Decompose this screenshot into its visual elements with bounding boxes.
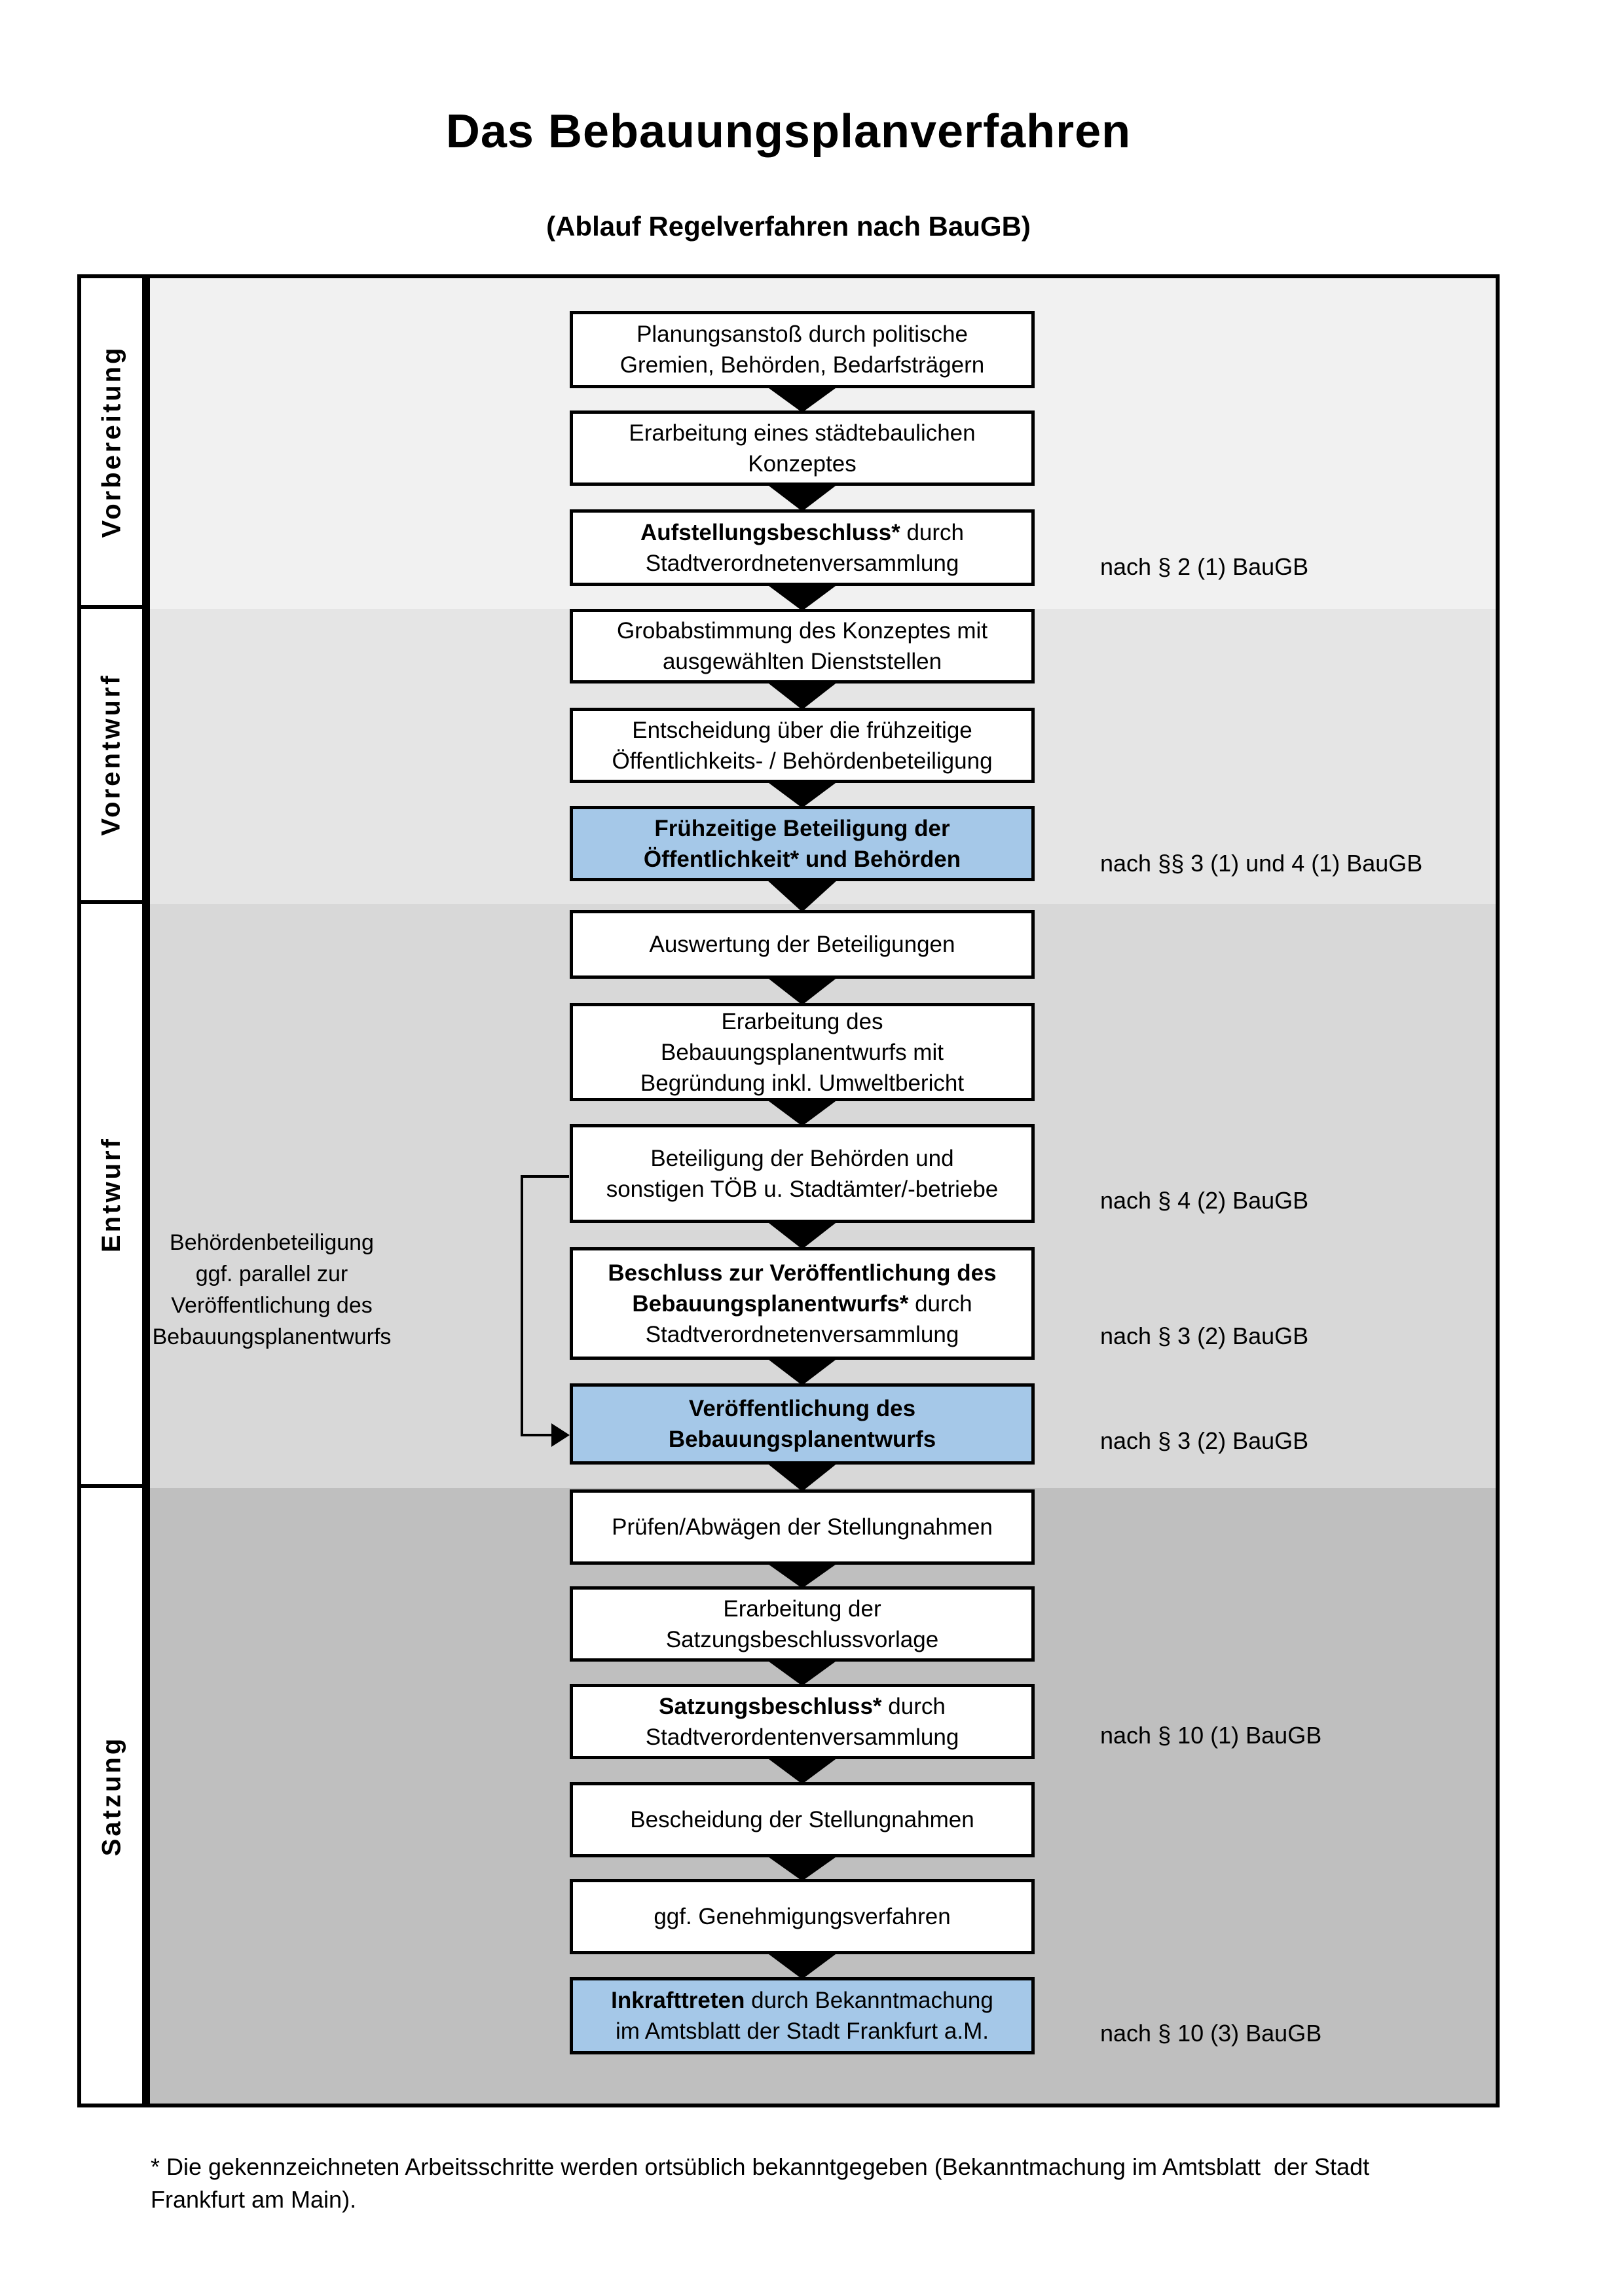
phase-label-cell-satzung: Satzung [77, 1484, 146, 2107]
flow-arrow-down-icon [766, 1757, 838, 1784]
flow-arrow-down-icon [766, 1358, 838, 1385]
parallel-branch-connector-top [521, 1175, 569, 1178]
flow-arrow-down-icon [766, 484, 838, 511]
process-flow-diagram: Vorbereitung Vorentwurf Entwurf Satzung … [77, 274, 1500, 2107]
arrow-right-icon [551, 1423, 570, 1447]
phase-label: Vorbereitung [97, 345, 126, 538]
flow-arrow-down-icon [766, 781, 838, 808]
flow-step-beschluss-veroeffentlichung: Beschluss zur Veröffentlichung des Bebau… [570, 1247, 1035, 1360]
flow-step-grobabstimmung: Grobabstimmung des Konzeptes mit ausgewä… [570, 609, 1035, 683]
phase-label: Satzung [97, 1736, 126, 1856]
flow-step-entscheidung-fruehzeitige-beteiligung: Entscheidung über die frühzeitige Öffent… [570, 708, 1035, 783]
flow-step-satzungsbeschluss: Satzungsbeschluss* durch Stadtverordente… [570, 1684, 1035, 1759]
flow-arrow-down-icon [766, 1463, 838, 1491]
flow-step-auswertung-beteiligungen: Auswertung der Beteiligungen [570, 910, 1035, 979]
phase-label-cell-vorbereitung: Vorbereitung [77, 274, 146, 609]
legal-ref-satzungsbeschluss: nach § 10 (1) BauGB [1100, 1722, 1322, 1749]
flow-arrow-down-icon [766, 1221, 838, 1249]
flow-step-erarbeitung-bebauungsplanentwurf: Erarbeitung des Bebauungsplanentwurfs mi… [570, 1003, 1035, 1101]
flow-step-inkrafttreten: Inkrafttreten durch Bekanntmachung im Am… [570, 1977, 1035, 2054]
flow-arrow-down-icon [766, 682, 838, 710]
phase-label-column: Vorbereitung Vorentwurf Entwurf Satzung [77, 274, 146, 2107]
flow-step-veroeffentlichung-entwurf: Veröffentlichung des Bebauungsplanentwur… [570, 1383, 1035, 1465]
flow-arrow-down-icon [766, 1563, 838, 1588]
flow-step-staedtebauliches-konzept: Erarbeitung eines städtebaulichen Konzep… [570, 410, 1035, 486]
flow-step-behoerdenbeteiligung-toeb: Beteiligung der Behörden und sonstigen T… [570, 1124, 1035, 1223]
footnote-line: * Die gekennzeichneten Arbeitsschritte w… [151, 2153, 1370, 2180]
phase-label: Entwurf [97, 1136, 126, 1252]
flow-arrow-down-icon [766, 1952, 838, 1979]
legal-ref-beschluss-veroeffentlichung: nach § 3 (2) BauGB [1100, 1322, 1309, 1349]
phase-label-cell-vorentwurf: Vorentwurf [77, 605, 146, 904]
legal-ref-fruehzeitige-beteiligung: nach §§ 3 (1) und 4 (1) BauGB [1100, 850, 1423, 877]
flow-arrow-down-icon [766, 1660, 838, 1686]
footnote-line: Frankfurt am Main). [151, 2186, 357, 2213]
flow-step-aufstellungsbeschluss: Aufstellungsbeschluss* durch Stadtverord… [570, 509, 1035, 586]
legal-ref-inkrafttreten: nach § 10 (3) BauGB [1100, 2020, 1322, 2047]
flow-arrow-down-icon [766, 584, 838, 611]
phase-label: Vorentwurf [97, 673, 126, 836]
flow-step-bescheidung-stellungnahmen: Bescheidung der Stellungnahmen [570, 1782, 1035, 1857]
flow-arrow-down-icon [766, 879, 838, 912]
side-note-parallel-behoerdenbeteiligung: Behördenbeteiligung ggf. parallel zur Ve… [152, 1230, 392, 1349]
phase-label-cell-entwurf: Entwurf [77, 900, 146, 1488]
flow-step-fruehzeitige-beteiligung: Frühzeitige Beteiligung der Öffentlichke… [570, 806, 1035, 881]
flow-arrow-down-icon [766, 1855, 838, 1881]
page-subtitle: (Ablauf Regelverfahren nach BauGB) [546, 211, 1031, 242]
legal-ref-behoerdenbeteiligung: nach § 4 (2) BauGB [1100, 1187, 1309, 1214]
legal-ref-veroeffentlichung: nach § 3 (2) BauGB [1100, 1427, 1309, 1454]
flow-step-satzungsbeschlussvorlage: Erarbeitung der Satzungsbeschlussvorlage [570, 1586, 1035, 1662]
parallel-branch-connector-bottom [521, 1434, 551, 1436]
flow-arrow-down-icon [766, 977, 838, 1005]
flow-arrow-down-icon [766, 1099, 838, 1126]
page-title: Das Bebauungsplanverfahren [445, 105, 1132, 158]
flow-arrow-down-icon [766, 386, 838, 412]
footnote: * Die gekennzeichneten Arbeitsschritte w… [151, 2151, 1539, 2216]
parallel-branch-connector-line [521, 1175, 523, 1436]
flow-step-planungsanstoss: Planungsanstoß durch politische Gremien,… [570, 311, 1035, 388]
flow-step-genehmigungsverfahren: ggf. Genehmigungsverfahren [570, 1879, 1035, 1954]
legal-ref-aufstellungsbeschluss: nach § 2 (1) BauGB [1100, 553, 1309, 580]
flow-step-pruefen-abwaegen: Prüfen/Abwägen der Stellungnahmen [570, 1489, 1035, 1565]
